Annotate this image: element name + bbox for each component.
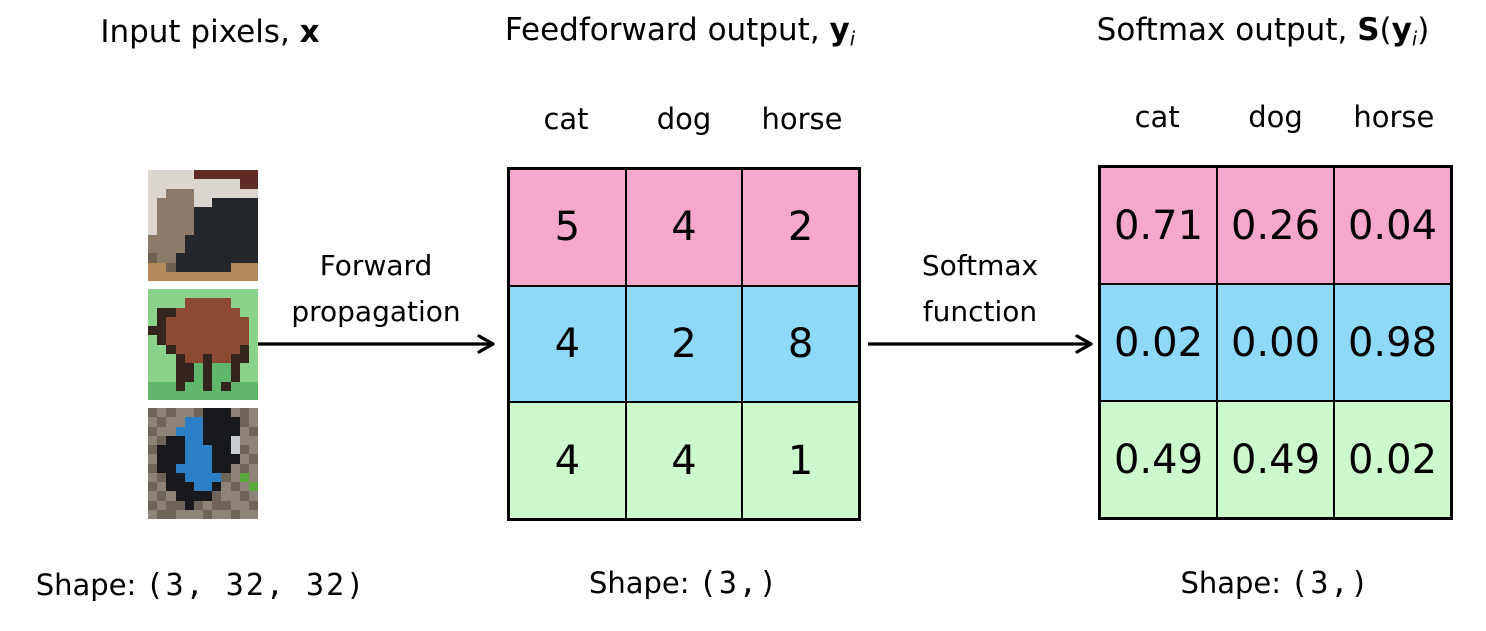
input-shape-word: Shape: — [35, 568, 137, 602]
softmax-shape-value: (3,) — [1290, 566, 1371, 601]
feedforward-cell-r2-c0: 4 — [510, 403, 625, 518]
softmax-title-close-paren: ) — [1417, 12, 1430, 48]
forward-propagation-label-line1: Forward — [319, 249, 433, 282]
softmax-column-title: Softmax output, S(yi) — [1040, 12, 1486, 50]
feedforward-title-math-y: y — [829, 12, 850, 48]
input-title-text: Input pixels, — [100, 14, 300, 50]
feedforward-column-title: Feedforward output, yi — [450, 12, 910, 50]
softmax-function-label: Softmax function — [866, 243, 1094, 335]
softmax-title-open-paren: ( — [1379, 12, 1392, 48]
feedforward-title-subscript: i — [849, 27, 856, 51]
softmax-header-row: cat dog horse — [1098, 95, 1453, 139]
softmax-cell-r2-c2: 0.02 — [1335, 402, 1450, 517]
softmax-cell-r1-c0: 0.02 — [1101, 285, 1216, 400]
softmax-title-text: Softmax output, — [1096, 12, 1358, 48]
feedforward-header-row: cat dog horse — [507, 97, 861, 141]
column-header-cat: cat — [543, 102, 589, 136]
feedforward-cell-r1-c0: 4 — [510, 286, 625, 402]
feedforward-cell-r0-c1: 4 — [626, 170, 742, 285]
feedforward-cell-r2-c1: 4 — [626, 403, 742, 518]
cat-image — [148, 170, 258, 281]
column-header-dog: dog — [1248, 100, 1303, 134]
feedforward-shape-word: Shape: — [588, 566, 690, 600]
softmax-cell-r2-c1: 0.49 — [1218, 402, 1333, 517]
forward-propagation-label-line2: propagation — [291, 295, 461, 328]
column-header-cat: cat — [1134, 100, 1180, 134]
softmax-cell-r0-c2: 0.04 — [1335, 168, 1450, 283]
column-header-horse: horse — [761, 102, 843, 136]
feedforward-title-text: Feedforward output, — [504, 12, 830, 48]
softmax-function-label-line1: Softmax — [921, 249, 1039, 282]
softmax-cell-r2-c0: 0.49 — [1101, 402, 1216, 517]
softmax-arrow-icon — [868, 334, 1093, 354]
column-header-horse: horse — [1353, 100, 1435, 134]
feedforward-cell-r2-c2: 1 — [743, 403, 858, 518]
softmax-title-subscript: i — [1411, 27, 1418, 51]
softmax-shape-word: Shape: — [1180, 566, 1282, 600]
column-header-dog: dog — [656, 102, 712, 136]
feedforward-cell-r0-c2: 2 — [743, 170, 858, 285]
feedforward-cell-r1-c2: 8 — [743, 286, 858, 402]
input-title-math-x: x — [299, 14, 320, 50]
softmax-function-label-line2: function — [922, 295, 1038, 328]
feedforward-shape-value: (3,) — [698, 566, 780, 601]
feedforward-shape-label: Shape: (3,) — [507, 566, 861, 601]
forward-propagation-label: Forward propagation — [262, 243, 490, 335]
softmax-cell-r0-c1: 0.26 — [1218, 168, 1333, 283]
softmax-cell-r1-c2: 0.98 — [1335, 285, 1450, 400]
softmax-title-math-S: S — [1357, 12, 1380, 48]
feedforward-cell-r0-c0: 5 — [510, 170, 625, 285]
forward-arrow-icon — [258, 334, 495, 354]
softmax-cell-r0-c0: 0.71 — [1101, 168, 1216, 283]
horse-image — [148, 289, 258, 400]
input-shape-label: Shape: (3, 32, 32) — [6, 568, 396, 603]
input-column-title: Input pixels, x — [20, 14, 400, 50]
dog-image — [148, 408, 258, 519]
softmax-shape-label: Shape: (3,) — [1098, 566, 1453, 601]
input-shape-value: (3, 32, 32) — [145, 568, 367, 603]
feedforward-cell-r1-c1: 2 — [626, 286, 742, 402]
softmax-title-math-y: y — [1391, 12, 1412, 48]
softmax-cell-r1-c1: 0.00 — [1218, 285, 1333, 400]
